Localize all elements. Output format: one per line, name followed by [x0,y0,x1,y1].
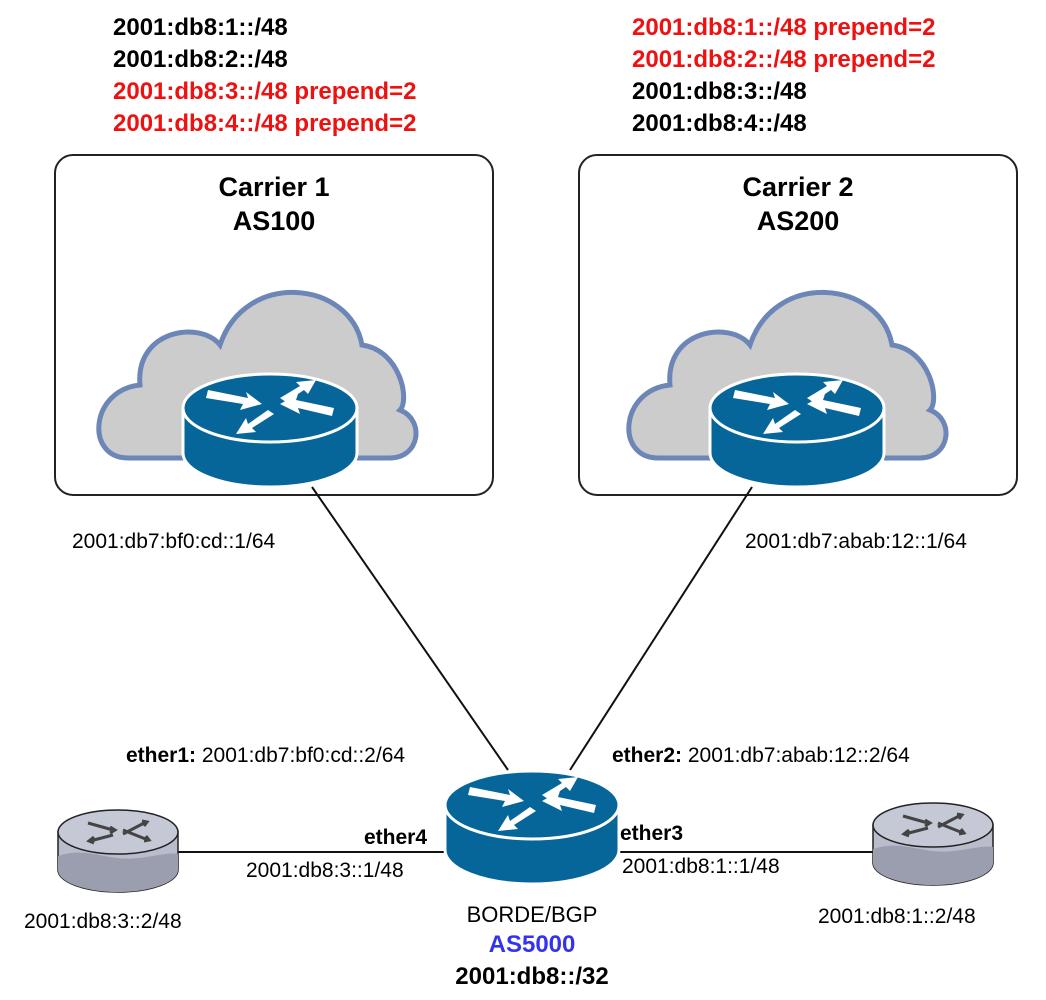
carrier1-prefix: 2001:db8:1::/48 [113,14,288,41]
carrier1-asn: AS100 [232,206,316,236]
border-router-labels: BORDE/BGP AS5000 2001:db8::/32 [382,900,682,994]
ether1-label: ether1: 2001:db7:bf0:cd::2/64 [126,744,405,768]
carrier1-name: Carrier 1 [218,172,330,202]
ether1-name: ether1: [126,744,197,767]
carrier2-asn: AS200 [756,206,840,236]
border-router-prefix: 2001:db8::/32 [455,963,609,990]
carrier2-prefix: 2001:db8:3::/48 [632,78,807,105]
carrier2-title: Carrier 2 AS200 [579,170,1017,238]
ether2-label: ether2: 2001:db7:abab:12::2/64 [612,744,910,768]
left-router-address: 2001:db8:3::2/48 [24,910,182,933]
ether2-name: ether2: [612,744,683,767]
border-router-name: BORDE/BGP [466,902,598,927]
carrier2-prefix-prepend: 2001:db8:2::/48 prepend=2 [632,46,936,73]
carrier1-prefix-list: 2001:db8:1::/48 2001:db8:2::/48 2001:db8… [113,12,416,140]
ether1-address: 2001:db7:bf0:cd::2/64 [201,744,406,767]
right-router-address: 2001:db8:1::2/48 [818,905,976,928]
link-carrier2 [569,486,753,771]
link-carrier1 [311,486,509,771]
border-router-icon [443,769,621,886]
ether4-name: ether4 [364,826,428,849]
border-router-asn: AS5000 [488,931,576,958]
carrier2-prefix: 2001:db8:4::/48 [632,110,807,137]
left-router-icon [57,809,179,893]
carrier2-link-address: 2001:db7:abab:12::1/64 [745,530,967,553]
ether3-name: ether3 [620,822,684,845]
carrier1-link-address: 2001:db7:bf0:cd::1/64 [72,530,276,553]
carrier1-title: Carrier 1 AS100 [55,170,493,238]
carrier2-prefix-list: 2001:db8:1::/48 prepend=2 2001:db8:2::/4… [632,12,935,140]
carrier2-prefix-prepend: 2001:db8:1::/48 prepend=2 [632,14,936,41]
ether2-address: 2001:db7:abab:12::2/64 [687,744,910,767]
carrier1-prefix-prepend: 2001:db8:4::/48 prepend=2 [113,110,417,137]
carrier2-name: Carrier 2 [742,172,854,202]
ether3-address: 2001:db8:1::1/48 [622,855,780,878]
right-router-icon [872,802,994,886]
carrier1-prefix: 2001:db8:2::/48 [113,46,288,73]
carrier1-prefix-prepend: 2001:db8:3::/48 prepend=2 [113,78,417,105]
carrier2-router-icon [708,372,886,489]
ether4-address: 2001:db8:3::1/48 [246,859,404,882]
carrier1-router-icon [181,372,359,489]
